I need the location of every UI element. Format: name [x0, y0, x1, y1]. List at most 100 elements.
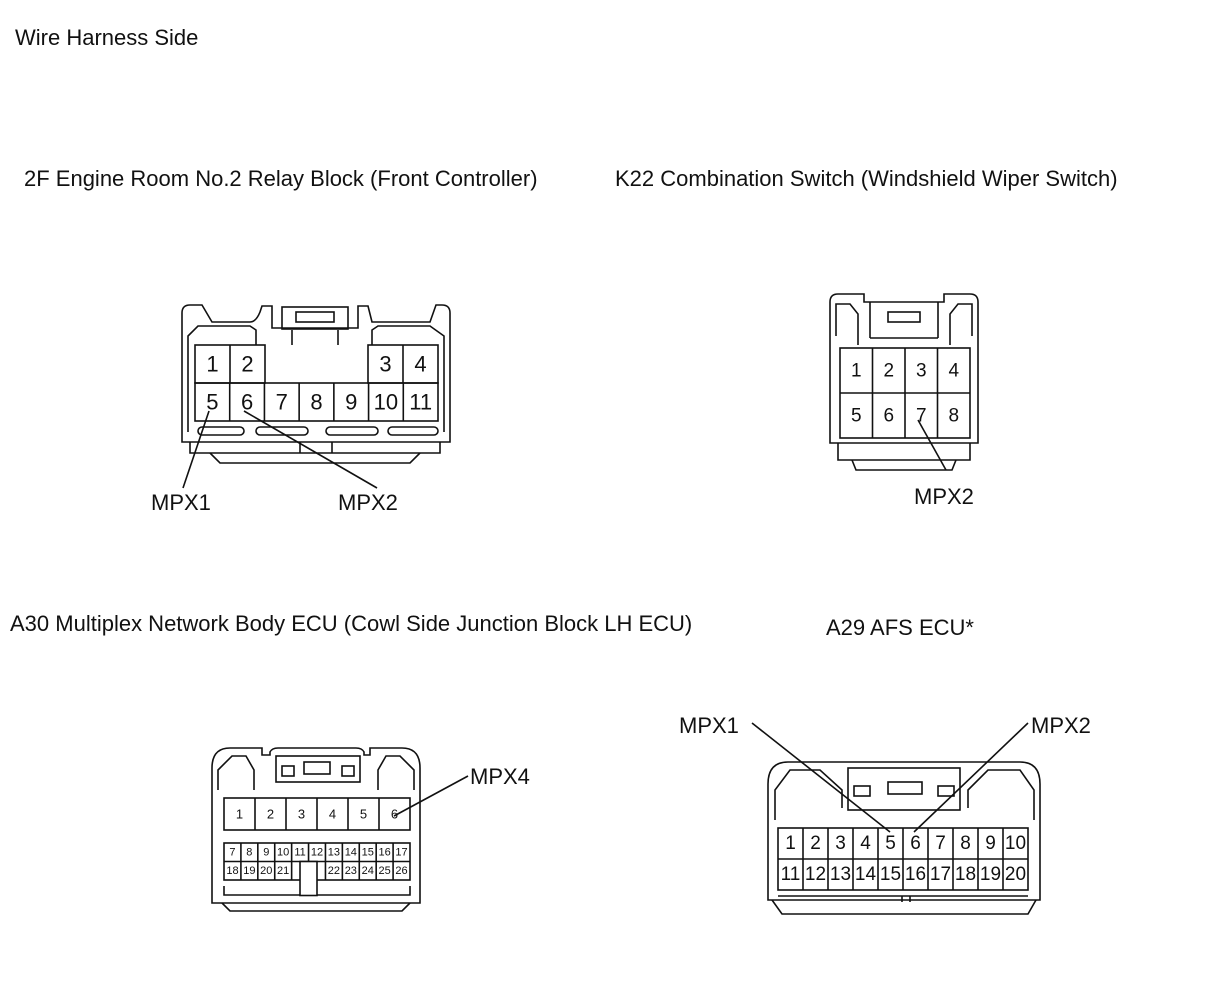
- mpx2-label: MPX2: [914, 484, 974, 509]
- connector-a30-key: [299, 860, 318, 897]
- connector-k22-latch: [869, 302, 939, 338]
- pin-number: 2: [810, 833, 821, 854]
- pin-number: 18: [226, 865, 238, 877]
- pin-number: 4: [860, 833, 871, 854]
- pin-number: 4: [414, 352, 426, 377]
- pin-number: 7: [276, 390, 288, 415]
- pin-number: 10: [277, 847, 289, 859]
- connector-a30-base-line: [223, 886, 411, 896]
- pin-number: 18: [955, 864, 976, 885]
- pin-number: 2: [241, 352, 253, 377]
- mpx2-label: MPX2: [338, 490, 398, 515]
- mpx2-leader-line: [913, 722, 1029, 833]
- pin-number: 14: [855, 864, 877, 885]
- pin-number: 10: [374, 390, 398, 415]
- pin-number: 11: [781, 864, 801, 885]
- connector-k22-latch-tab: [887, 311, 921, 323]
- pin-number: 16: [379, 847, 391, 859]
- mpx1-label: MPX1: [679, 713, 739, 738]
- connector-a29-latch-rib: [853, 785, 871, 797]
- pin-number: 8: [246, 847, 252, 859]
- pin-number: 25: [379, 865, 391, 877]
- mpx1-leader-line: [182, 410, 210, 489]
- pin-number: 16: [905, 864, 926, 885]
- pin-number: 6: [241, 390, 253, 415]
- connector-2f-housing: [181, 304, 451, 443]
- pin-number: 13: [328, 847, 340, 859]
- pin-number: 9: [263, 847, 269, 859]
- connector-2f-slot: [197, 426, 245, 436]
- pin-number: 9: [345, 390, 357, 415]
- pin-number: 6: [910, 833, 921, 854]
- pin-number: 23: [345, 865, 357, 877]
- pin-number: 4: [329, 807, 336, 822]
- connector-a30-dividers: [254, 798, 380, 830]
- connector-a29-inner-wall: [774, 769, 1035, 820]
- pin-number: 1: [851, 361, 862, 382]
- mpx1-leader-line: [751, 722, 891, 833]
- connector-2f-slot: [325, 426, 379, 436]
- connector-a29-latch-rib: [937, 785, 955, 797]
- connector-2f-inner-wall: [187, 325, 445, 432]
- pin-number: 11: [409, 390, 432, 415]
- connector-k22-foot: [851, 459, 957, 471]
- pin-number: 14: [345, 847, 357, 859]
- connector-a30-housing: [211, 747, 421, 904]
- pin-number: 3: [835, 833, 846, 854]
- connector-a30-foot: [221, 902, 411, 912]
- pin-number: 7: [916, 406, 927, 427]
- connector-a30-inner-wall: [217, 755, 415, 790]
- connector-k22-inner-wall: [835, 303, 973, 345]
- connector-a29-latch-tab: [887, 781, 923, 795]
- connector-a29-dividers: [802, 828, 1004, 890]
- pin-number: 5: [206, 390, 218, 415]
- pin-number: 8: [948, 406, 959, 427]
- pin-number: 12: [311, 847, 323, 859]
- pin-number: 15: [880, 864, 901, 885]
- pin-number: 6: [391, 807, 398, 822]
- mpx1-label: MPX1: [151, 490, 211, 515]
- pin-number: 6: [883, 406, 894, 427]
- pin-number: 17: [395, 847, 407, 859]
- pin-number: 1: [206, 352, 218, 377]
- connector-a29-title: A29 AFS ECU*: [826, 615, 974, 640]
- connector-a30-latch-rib: [281, 765, 295, 777]
- mpx4-label: MPX4: [470, 764, 530, 789]
- connector-2f-slot: [387, 426, 439, 436]
- pin-number: 17: [930, 864, 951, 885]
- connector-k22-housing: [829, 293, 979, 444]
- pin-number: 3: [916, 361, 927, 382]
- connector-a29-foot: [771, 899, 1037, 915]
- pin-number: 7: [229, 847, 235, 859]
- connector-k22-base: [837, 443, 971, 461]
- pin-number: 8: [960, 833, 971, 854]
- pin-number: 5: [360, 807, 367, 822]
- pin-number: 20: [1005, 864, 1026, 885]
- pin-number: 11: [294, 847, 305, 859]
- pin-number: 2: [883, 361, 894, 382]
- pin-number: 22: [328, 865, 340, 877]
- connector-a30-title: A30 Multiplex Network Body ECU (Cowl Sid…: [10, 611, 693, 636]
- pin-number: 1: [785, 833, 796, 854]
- pin-number: 26: [395, 865, 407, 877]
- mpx2-label: MPX2: [1031, 713, 1091, 738]
- connector-a30-latch: [275, 755, 361, 783]
- connector-k22-title: K22 Combination Switch (Windshield Wiper…: [615, 166, 1118, 191]
- pin-number: 19: [980, 864, 1001, 885]
- connector-2f-slot: [255, 426, 309, 436]
- pin-number: 13: [830, 864, 851, 885]
- pin-number: 8: [310, 390, 322, 415]
- connector-2f-title: 2F Engine Room No.2 Relay Block (Front C…: [24, 166, 538, 191]
- mpx4-leader-line: [393, 775, 469, 817]
- pin-number: 15: [362, 847, 374, 859]
- connector-a29-housing: [767, 761, 1041, 901]
- pin-number: 10: [1005, 833, 1026, 854]
